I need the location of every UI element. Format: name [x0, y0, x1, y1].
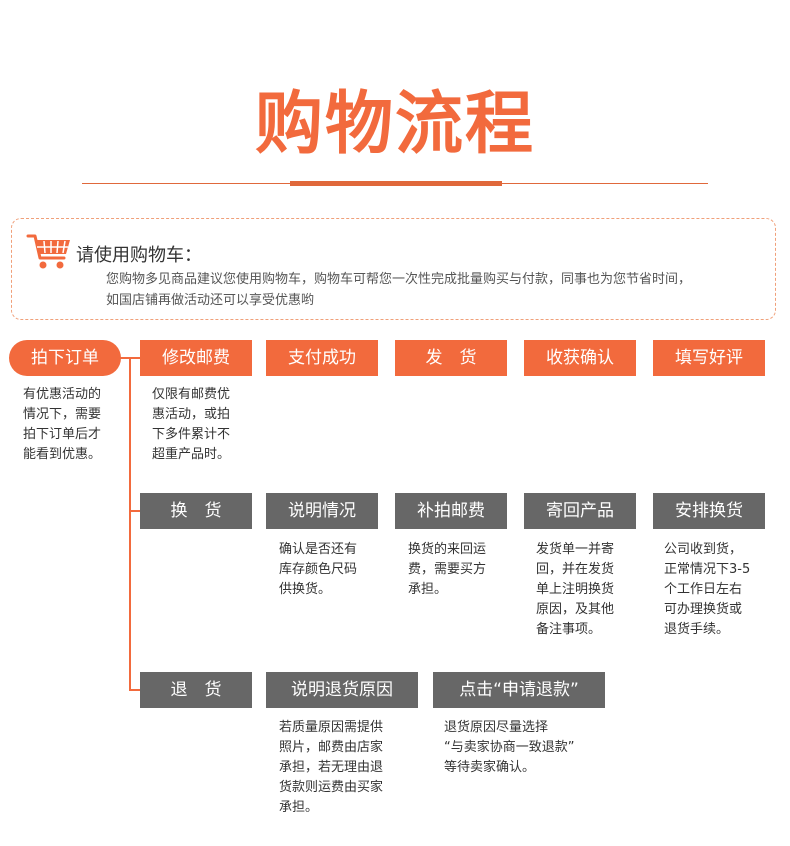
page-title: 购物流程	[254, 85, 535, 164]
step-place-order: 拍下订单	[9, 340, 121, 376]
step-pay-extra-postage: 补拍邮费	[395, 493, 507, 529]
step-pay-extra-postage-desc: 换货的来回运 费，需要买方 承担。	[408, 542, 487, 597]
cart-notice-box	[11, 218, 776, 320]
title-divider-accent	[290, 181, 502, 186]
step-modify-postage: 修改邮费	[140, 340, 252, 376]
step-modify-postage-desc: 仅限有邮费优 惠活动，或拍 下多件累计不 超重产品时。	[152, 387, 231, 462]
step-explain-return-reason-desc: 若质量原因需提供 照片，邮费由店家 承担，若无理由退 货款则运费由买家 承担。	[279, 720, 384, 815]
shopping-cart-icon	[26, 234, 70, 269]
step-return-goods: 退 货	[140, 672, 252, 708]
step-place-order-desc: 有优惠活动的 情况下，需要 拍下订单后才 能看到优惠。	[23, 387, 102, 462]
step-explain-return-reason: 说明退货原因	[266, 672, 418, 708]
step-explain-situation-desc: 确认是否还有 库存颜色尺码 供换货。	[279, 542, 358, 597]
connector-trunk	[129, 357, 131, 691]
connector-exchange	[129, 510, 140, 512]
step-return-product-desc: 发货单一并寄 回，并在发货 单上注明换货 原因，及其他 备注事项。	[536, 542, 615, 637]
connector-refund	[129, 689, 140, 691]
step-click-apply-refund: 点击“申请退款”	[433, 672, 605, 708]
step-payment-success: 支付成功	[266, 340, 378, 376]
step-explain-situation: 说明情况	[266, 493, 378, 529]
step-return-product: 寄回产品	[524, 493, 636, 529]
step-ship: 发 货	[395, 340, 507, 376]
notice-title: 请使用购物车：	[76, 245, 202, 266]
step-arrange-exchange: 安排换货	[653, 493, 765, 529]
step-confirm-receipt: 收获确认	[524, 340, 636, 376]
step-write-review: 填写好评	[653, 340, 765, 376]
step-arrange-exchange-desc: 公司收到货， 正常情况下3-5 个工作日左右 可办理换货或 退货手续。	[664, 542, 751, 637]
step-click-apply-refund-desc: 退货原因尽量选择 “与卖家协商一致退款” 等待卖家确认。	[444, 720, 575, 775]
step-exchange: 换 货	[140, 493, 252, 529]
notice-text: 您购物多见商品建议您使用购物车，购物车可帮您一次性完成批量购买与付款，同事也为您…	[106, 272, 692, 308]
